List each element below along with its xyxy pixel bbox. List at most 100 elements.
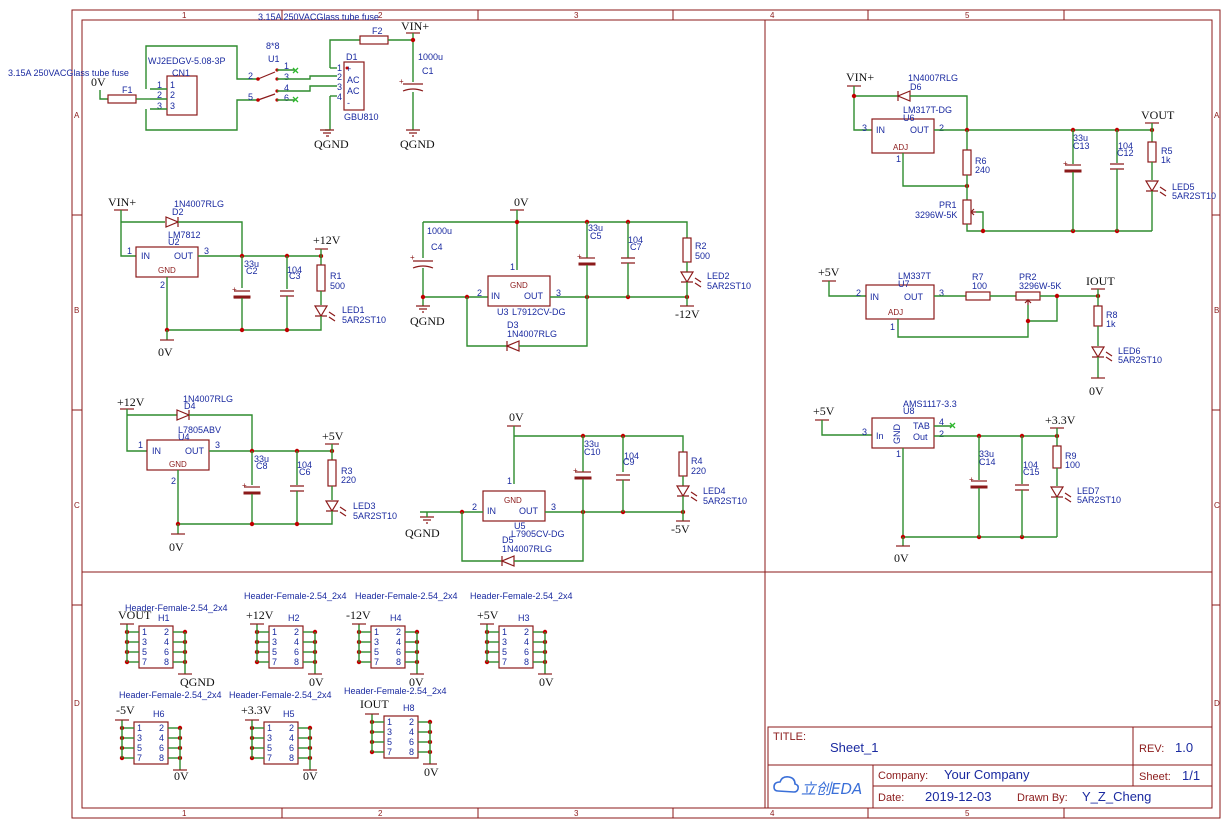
row-label: B — [74, 306, 79, 315]
r1-ref: R1 — [330, 271, 342, 281]
qgnd-label-2: QGND — [400, 137, 435, 151]
d3-ref: D3 — [507, 320, 519, 330]
svg-text:IN: IN — [152, 446, 161, 456]
svg-text:+: + — [232, 285, 237, 294]
title-label: TITLE: — [773, 731, 806, 743]
c12-ref: C12 — [1117, 148, 1134, 158]
svg-text:3: 3 — [157, 101, 162, 111]
header-net-top: +3.3V — [241, 703, 272, 717]
potentiometer-pr2 — [1015, 291, 1041, 301]
d2-ref: D2 — [172, 207, 184, 217]
c15-val: 104 — [1023, 460, 1038, 470]
svg-text:1: 1 — [138, 440, 143, 450]
header-pin-label: 3 — [267, 733, 272, 743]
led7-part: 5AR2ST10 — [1077, 495, 1121, 505]
header-part-label: Header-Female-2.54_2x4 — [470, 591, 573, 601]
svg-text:3: 3 — [939, 288, 944, 298]
header-part-label: Header-Female-2.54_2x4 — [229, 690, 332, 700]
header-ref: H6 — [153, 709, 165, 719]
u2-ref: U2 — [168, 237, 180, 247]
regulator-u6-block: VIN+ 1N4007RLG D6 LM317T-DG U6 IN OUT AD… — [846, 70, 1216, 234]
header-part-label: Header-Female-2.54_2x4 — [119, 690, 222, 700]
svg-text:1: 1 — [896, 449, 901, 459]
svg-text:IN: IN — [491, 291, 500, 301]
svg-text:2: 2 — [939, 429, 944, 439]
header-ref: H4 — [390, 613, 402, 623]
u3-ref: U3 — [497, 307, 509, 317]
header-pin-label: 8 — [159, 753, 164, 763]
potentiometer-pr1 — [962, 199, 972, 225]
net-vin-top: VIN+ — [401, 19, 429, 33]
header-pin-label: 4 — [294, 637, 299, 647]
svg-text:2: 2 — [337, 72, 342, 82]
svg-text:+: + — [577, 252, 582, 261]
net-0v-u4: 0V — [169, 540, 184, 554]
c9-ref: C9 — [623, 457, 635, 467]
header-net-top: IOUT — [360, 697, 389, 711]
header-pin-label: 2 — [159, 723, 164, 733]
rev-value: 1.0 — [1175, 740, 1193, 755]
svg-text:+: + — [410, 253, 415, 262]
r7-val: 100 — [972, 281, 987, 291]
header-pin-label: 2 — [294, 627, 299, 637]
header-pin-label: 5 — [387, 737, 392, 747]
c5-ref: C5 — [590, 231, 602, 241]
row-label: D — [1214, 699, 1220, 708]
regulator-u4-block: +12V 1N4007RLG D4 L7805ABV U4 IN OUT GND… — [117, 394, 397, 554]
svg-text:TAB: TAB — [913, 421, 930, 431]
u5-part: L7905CV-DG — [511, 529, 565, 539]
f2-ref: F2 — [372, 26, 383, 36]
svg-text:2: 2 — [477, 288, 482, 298]
header-pin-label: 3 — [137, 733, 142, 743]
svg-text:3: 3 — [556, 288, 561, 298]
row-label: A — [1214, 111, 1220, 120]
header-pin-label: 6 — [159, 743, 164, 753]
header-part-label: Header-Female-2.54_2x4 — [355, 591, 458, 601]
resistor-r3 — [327, 459, 337, 487]
led1-part: 5AR2ST10 — [342, 315, 386, 325]
r5-ref: R5 — [1161, 146, 1173, 156]
d4-part: 1N4007RLG — [183, 394, 233, 404]
header-pin-label: 5 — [137, 743, 142, 753]
svg-text:GND: GND — [504, 496, 522, 505]
svg-text:4: 4 — [284, 83, 289, 93]
header-pin-label: 3 — [387, 727, 392, 737]
c13-val: 33u — [1073, 133, 1088, 143]
header-pin-label: 6 — [409, 737, 414, 747]
net-vin-u6: VIN+ — [846, 70, 874, 84]
header-pin-label: 1 — [142, 627, 147, 637]
logo-text: 立创EDA — [801, 780, 862, 798]
net-0v-input: 0V — [91, 75, 106, 89]
d6-part: 1N4007RLG — [908, 73, 958, 83]
header-pin-label: 1 — [137, 723, 142, 733]
drawn-by-label: Drawn By: — [1017, 792, 1068, 804]
led3-ref: LED3 — [353, 501, 376, 511]
svg-text:1: 1 — [127, 246, 132, 256]
d6-ref: D6 — [910, 82, 922, 92]
svg-text:4: 4 — [337, 92, 342, 102]
svg-text:1: 1 — [170, 80, 175, 90]
d1-ref: D1 — [346, 52, 358, 62]
svg-text:Out: Out — [913, 432, 928, 442]
header-pin-label: 6 — [396, 647, 401, 657]
sheet-label: Sheet: — [1139, 771, 1171, 783]
header-pin-label: 8 — [409, 747, 414, 757]
svg-text:1: 1 — [337, 63, 342, 73]
svg-text:2: 2 — [171, 476, 176, 486]
svg-text:+: + — [346, 64, 351, 74]
net-m5v: -5V — [671, 522, 690, 536]
u6-part: LM317T-DG — [903, 105, 952, 115]
header-ref: H2 — [288, 613, 300, 623]
svg-text:IN: IN — [141, 251, 150, 261]
svg-text:2: 2 — [170, 90, 175, 100]
header-part-label: Header-Female-2.54_2x4 — [125, 603, 228, 613]
col-label: 4 — [770, 809, 775, 818]
row-label: A — [74, 111, 80, 120]
input-section: 3.15A 250VACGlass tube fuse 3.15A 250VAC… — [8, 12, 443, 151]
svg-text:3: 3 — [862, 427, 867, 437]
header-pin-label: 2 — [524, 627, 529, 637]
r9-ref: R9 — [1065, 451, 1077, 461]
